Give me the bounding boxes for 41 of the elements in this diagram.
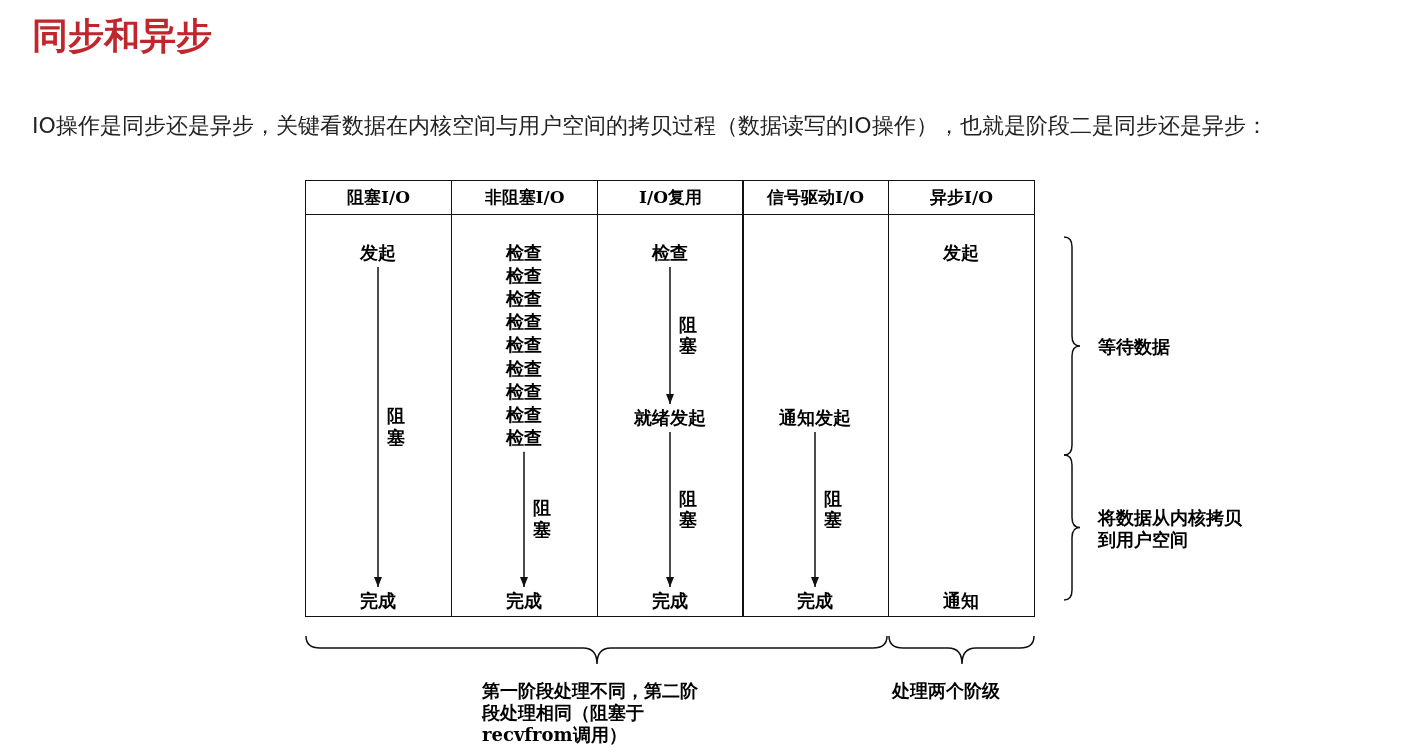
step-text: 检查	[652, 242, 688, 264]
step-text: 检查	[506, 380, 542, 403]
edge-label: 阻塞	[387, 405, 405, 449]
arrow	[373, 266, 383, 588]
column-header: I/O复用	[598, 181, 743, 215]
column-header: 异步I/O	[889, 181, 1034, 215]
step-text: 完成	[506, 590, 542, 612]
column-header: 信号驱动I/O	[743, 181, 888, 215]
arrow	[519, 451, 529, 588]
edge-label: 阻塞	[824, 487, 842, 531]
brace-label: 第一阶段处理不同，第二阶段处理相同（阻塞于recvfrom调用）	[482, 680, 699, 746]
step-text: 检查	[506, 288, 542, 311]
step-text: 检查	[506, 265, 542, 288]
step-text: 通知	[943, 590, 979, 612]
paragraph-text: IO操作是同步还是异步，关键看数据在内核空间与用户空间的拷贝过程（数据读写的IO操作），也就是阶段二是同步还是异步：	[32, 112, 1269, 140]
step-text: 完成	[652, 590, 688, 612]
step-text: 发起	[360, 242, 396, 264]
table-column	[888, 180, 1035, 617]
step-text: 检查	[506, 426, 542, 449]
step-text: 发起	[943, 242, 979, 264]
page-title: 同步和异步	[32, 14, 212, 58]
column-header: 非阻塞I/O	[452, 181, 597, 215]
step-text: 检查	[506, 403, 542, 426]
edge-label: 阻塞	[533, 497, 551, 541]
arrow	[665, 431, 675, 588]
column-header: 阻塞I/O	[306, 181, 451, 215]
step-text: 通知发起	[779, 407, 851, 429]
brace-label: 等待数据	[1098, 336, 1171, 358]
step-text: 就绪发起	[634, 407, 706, 429]
step-text: 检查	[506, 311, 542, 334]
step-text: 完成	[797, 590, 833, 612]
step-text: 完成	[360, 590, 396, 612]
edge-label: 阻塞	[679, 313, 697, 357]
step-text: 检查	[506, 242, 542, 264]
arrow	[810, 431, 820, 588]
step-text: 检查	[506, 357, 542, 380]
arrow	[665, 266, 675, 405]
brace-label: 将数据从内核拷贝到用户空间	[1098, 507, 1243, 551]
brace-label: 处理两个阶级	[892, 680, 1001, 702]
edge-label: 阻塞	[679, 487, 697, 531]
step-text: 检查	[506, 334, 542, 357]
